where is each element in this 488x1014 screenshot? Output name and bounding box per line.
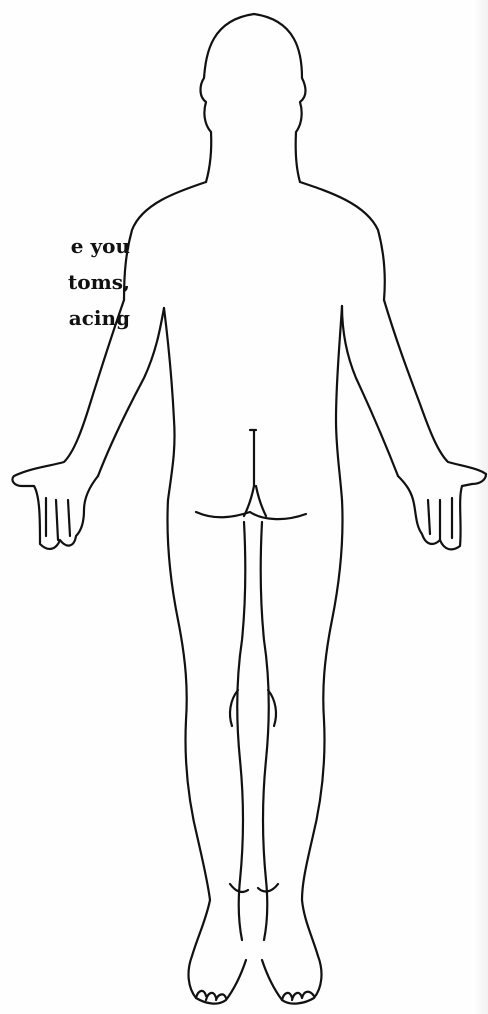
left-leg-inner — [237, 522, 245, 940]
head-outline — [201, 14, 306, 182]
left-foot-toes — [196, 991, 226, 1000]
right-arm-outer — [384, 300, 486, 549]
left-leg-outer — [167, 500, 246, 1004]
buttocks-crease — [196, 512, 306, 519]
left-shoulder — [124, 182, 206, 300]
torso-left-side — [164, 308, 175, 500]
left-hand-fingers — [46, 498, 70, 540]
torso-right-side — [336, 306, 342, 500]
right-foot-toes — [282, 992, 314, 1000]
neck-left — [206, 132, 211, 182]
gluteal-cleft — [244, 486, 266, 516]
right-leg-outer — [262, 500, 343, 1004]
left-arm-inner — [98, 308, 164, 476]
right-shoulder — [300, 182, 385, 300]
right-ankle — [258, 884, 278, 891]
right-hand-fingers — [428, 498, 452, 540]
right-arm-inner — [342, 306, 398, 476]
right-leg-inner — [261, 522, 269, 940]
spine-mark — [250, 430, 256, 486]
scan-edge-shadow — [474, 0, 488, 1014]
